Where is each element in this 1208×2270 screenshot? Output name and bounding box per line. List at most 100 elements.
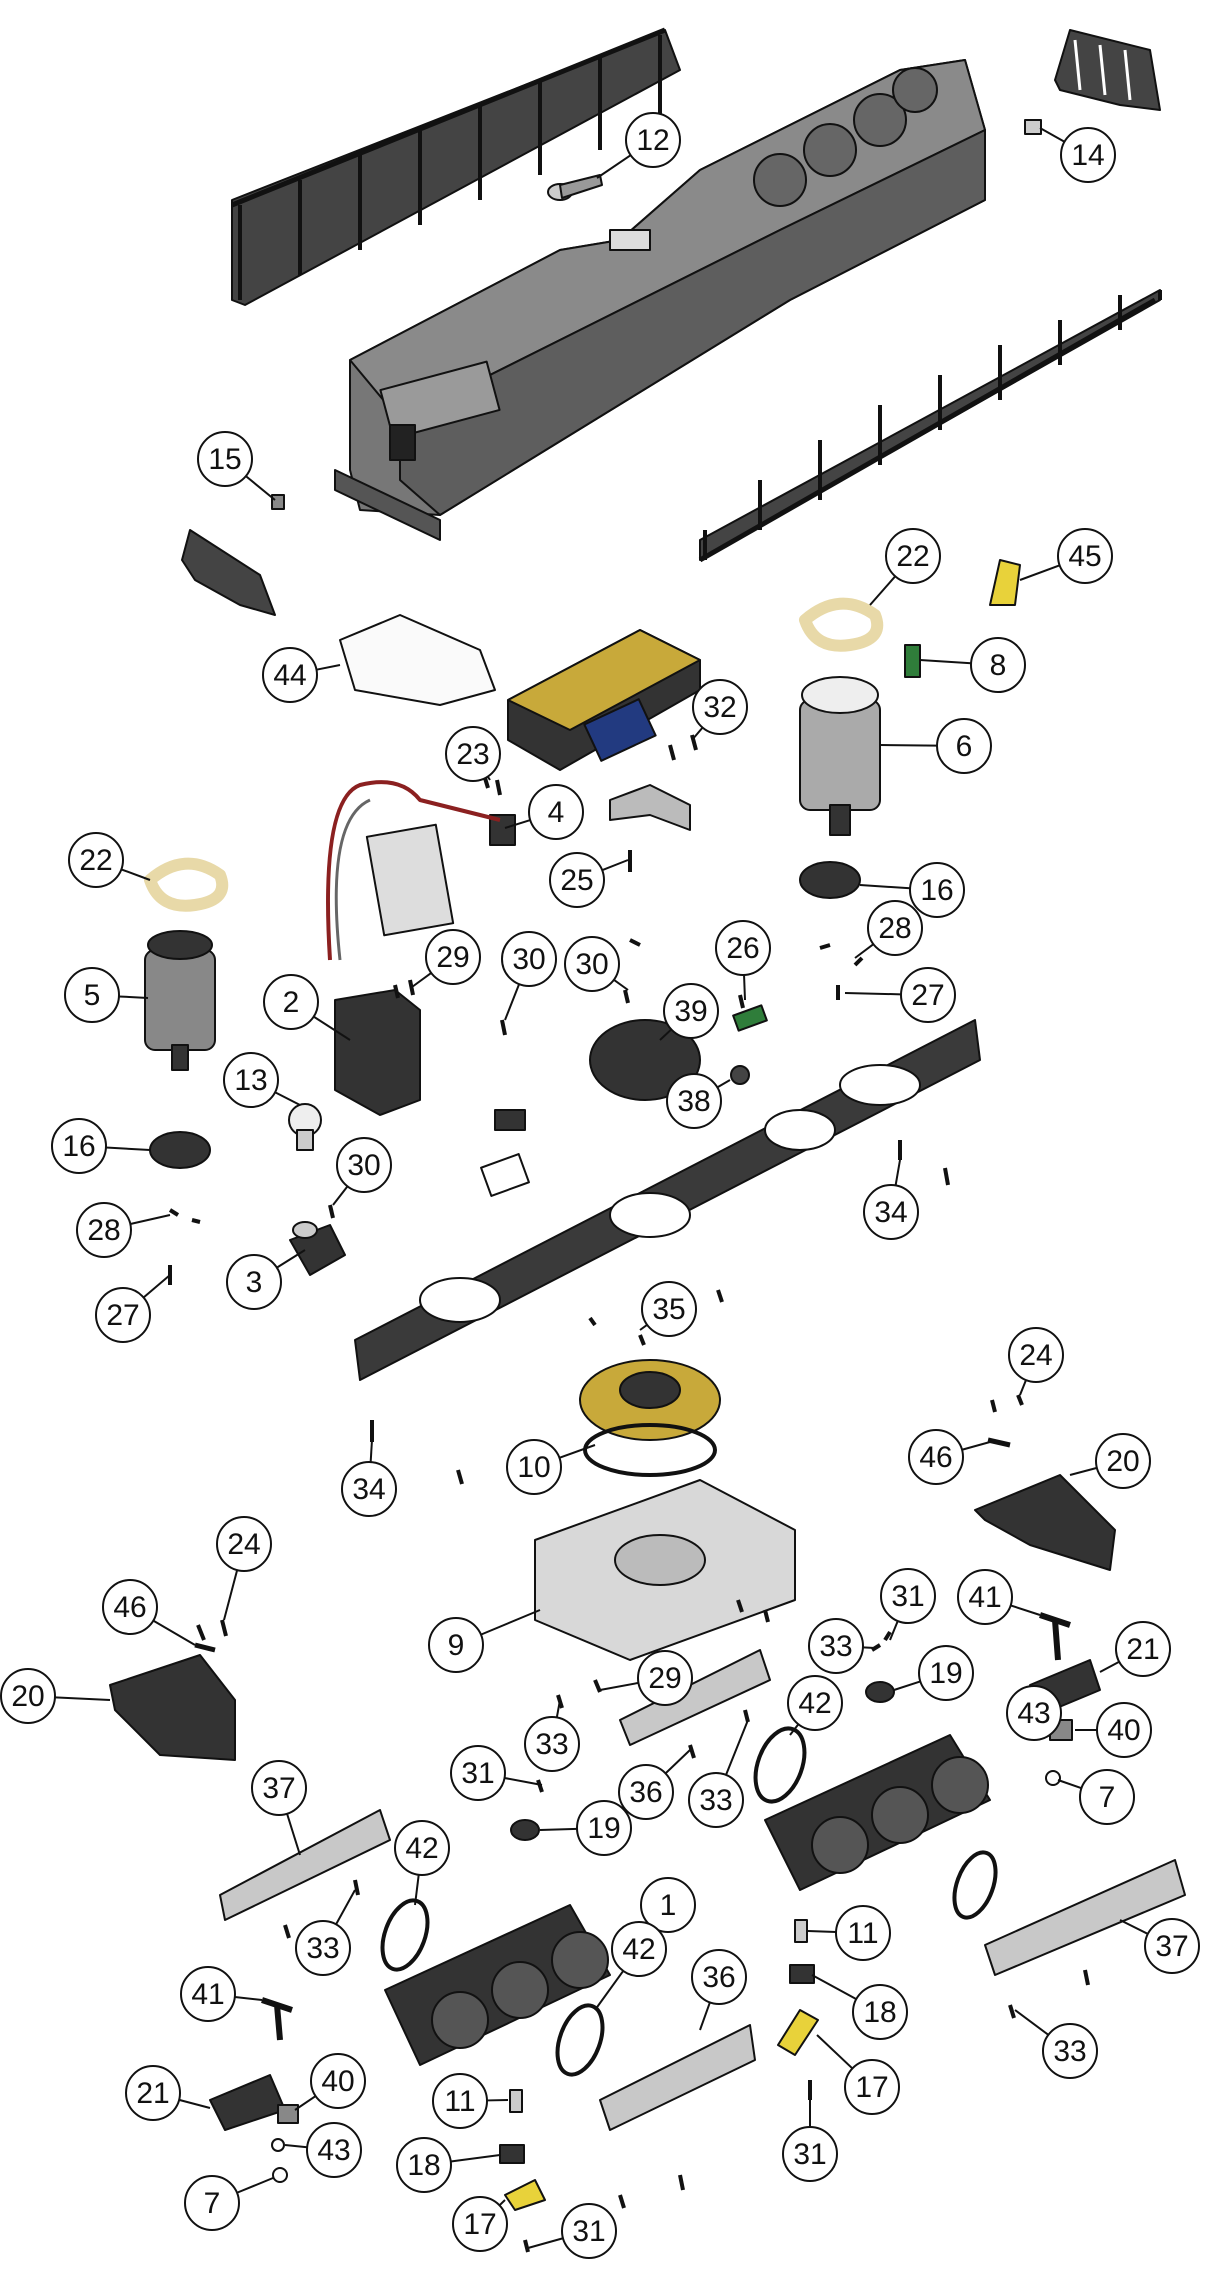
callout-30: 30 (332, 1137, 392, 1206)
callout-number: 39 (674, 995, 707, 1028)
callout-33: 33 (808, 1618, 876, 1674)
callout-number: 45 (1068, 540, 1101, 573)
part-14-plate (1024, 119, 1042, 135)
part-42-ring-d (952, 1850, 998, 1920)
callout-number: 33 (306, 1932, 339, 1965)
leader-line (919, 659, 972, 665)
callout-bubble (432, 2073, 488, 2129)
leader-line (120, 868, 151, 881)
leader-line (811, 1974, 857, 2000)
part-15-bracket (271, 494, 285, 510)
callout-bubble (197, 431, 253, 487)
callout-bubble (835, 1905, 891, 1961)
callout-bubble (341, 1461, 397, 1517)
callout-number: 7 (204, 2187, 221, 2220)
part-46-b (194, 1642, 216, 1653)
callout-bubble (396, 2137, 452, 2193)
part-42-ring-a (753, 1726, 807, 1804)
callout-2: 2 (263, 974, 351, 1041)
callout-bubble (957, 1569, 1013, 1625)
callout-number: 17 (855, 2071, 888, 2104)
part-19-b (510, 1819, 540, 1841)
callout-number: 32 (703, 691, 736, 724)
callout-number: 27 (911, 979, 944, 1012)
leader-line (743, 974, 746, 1001)
callout-number: 31 (891, 1580, 924, 1613)
callout-34: 34 (341, 1439, 397, 1517)
leader-line (498, 2199, 506, 2207)
leader-line (961, 1441, 991, 1451)
callout-bubble (425, 929, 481, 985)
insulator-pad (480, 1153, 530, 1197)
callout-30: 30 (501, 931, 557, 1021)
callout-bubble (251, 1760, 307, 1816)
callout-bubble (970, 637, 1026, 693)
callout-20: 20 (1069, 1433, 1151, 1489)
leader-line (844, 992, 902, 996)
callout-bubble (506, 1439, 562, 1495)
callout-11: 11 (432, 2073, 509, 2129)
callout-number: 38 (677, 1085, 710, 1118)
part-11-b (509, 2089, 523, 2113)
callout-bubble (1057, 528, 1113, 584)
part-11-a (794, 1919, 808, 1943)
leader-line (859, 884, 911, 890)
callout-number: 25 (560, 864, 593, 897)
leader-line (594, 1970, 625, 2011)
callout-bubble (310, 2053, 366, 2109)
callout-35: 35 (639, 1281, 697, 1337)
part-19-a (865, 1681, 895, 1703)
callout-28: 28 (854, 900, 923, 959)
part-4-battery (326, 780, 516, 961)
part-36-sideframe-bottom (599, 2024, 756, 2131)
part-32-bracket (609, 784, 691, 831)
leader-line (1010, 1604, 1041, 1616)
callout-number: 14 (1071, 139, 1104, 172)
callout-number: 24 (227, 1528, 260, 1561)
part-20-cover-right (974, 1474, 1116, 1571)
part-43-b (271, 2138, 285, 2152)
leader-line (1099, 1660, 1120, 1673)
callout-12: 12 (596, 112, 681, 179)
callout-number: 6 (956, 730, 973, 763)
callout-bubble (782, 2126, 838, 2182)
leader-line (274, 1091, 301, 1106)
callout-bubble (844, 2059, 900, 2115)
callout-number: 31 (793, 2138, 826, 2171)
callout-13: 13 (223, 1052, 301, 1108)
part-45-cone (989, 559, 1021, 606)
callout-43: 43 (284, 2122, 362, 2178)
callout-number: 15 (208, 443, 241, 476)
leader-line (284, 2144, 308, 2149)
callout-number: 43 (317, 2134, 350, 2167)
callout-number: 42 (405, 1832, 438, 1865)
part-10-speaker (579, 1359, 721, 1477)
leader-line (716, 1079, 731, 1089)
callout-bubble (885, 528, 941, 584)
part-17-b (504, 2179, 546, 2211)
leader-line (664, 1749, 691, 1775)
leader-line (596, 154, 632, 179)
leader-line (152, 1619, 196, 1646)
callout-number: 16 (62, 1130, 95, 1163)
leader-line (1057, 1779, 1082, 1790)
callout-number: 11 (847, 1917, 878, 1950)
callout-number: 10 (517, 1451, 550, 1484)
callout-number: 31 (572, 2215, 605, 2248)
callout-28: 28 (76, 1202, 171, 1258)
callout-number: 27 (106, 1299, 139, 1332)
callout-bubble (262, 647, 318, 703)
callout-bubble (428, 1617, 484, 1673)
callout-bubble (637, 1650, 693, 1706)
callout-27: 27 (844, 967, 956, 1023)
callout-number: 40 (321, 2065, 354, 2098)
callout-16: 16 (51, 1118, 151, 1174)
callout-number: 20 (11, 1680, 44, 1713)
leader-line (599, 1681, 639, 1691)
callout-number: 29 (436, 941, 469, 974)
callout-bubble (226, 1254, 282, 1310)
callout-number: 26 (726, 932, 759, 965)
callout-29: 29 (599, 1650, 693, 1706)
callout-bubble (625, 112, 681, 168)
